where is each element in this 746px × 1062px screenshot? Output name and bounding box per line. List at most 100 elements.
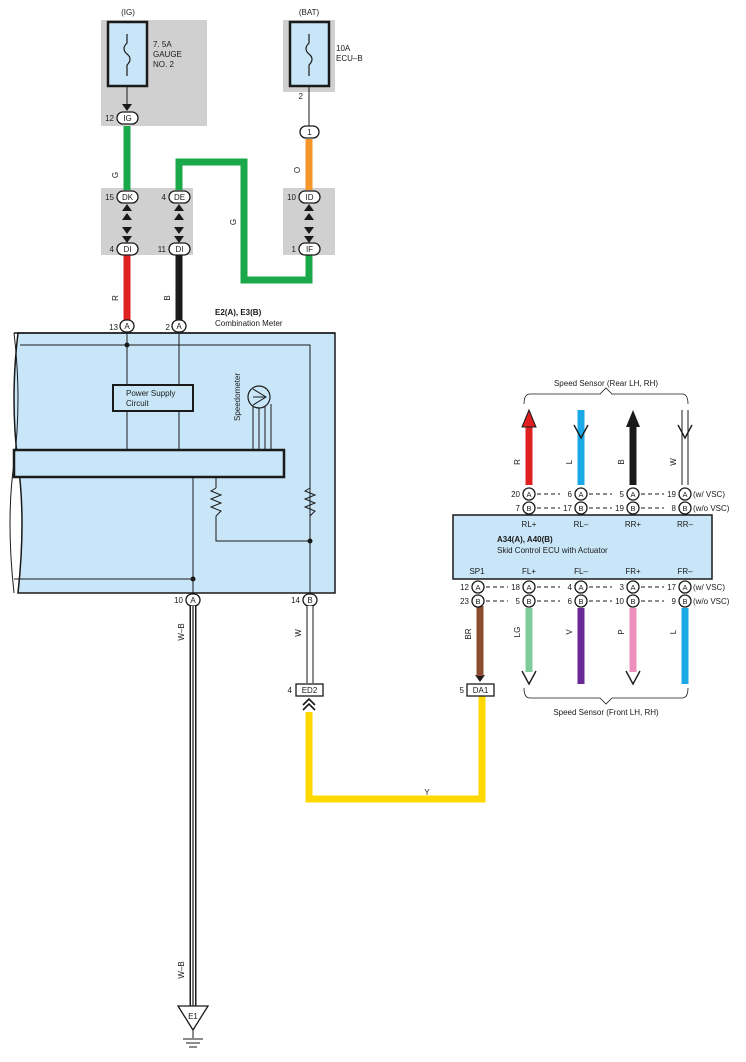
power-supply-box: [112, 384, 194, 412]
speedometer-label: Speedometer: [233, 373, 242, 421]
row2-conn-3: B: [630, 504, 635, 513]
connector-meter-b14-pin: 14: [291, 596, 300, 605]
ecu-top-label-4: RR–: [677, 520, 694, 529]
ecu-bottom-connectors: 12 A 18 A 4 A 3 A 17 A (w/ VSC) 23 B 5 B…: [460, 580, 730, 608]
ecu-top-label-2: RL–: [574, 520, 589, 529]
rear-wire-r: [521, 408, 537, 485]
bat-fuse-pin: 2: [299, 92, 304, 101]
row1-conn-2: A: [578, 490, 583, 499]
connector-meter-a2-label: A: [176, 322, 182, 331]
wire-label-g2: G: [229, 219, 238, 225]
row3-pin-5: 17: [667, 583, 676, 592]
combination-meter-body: [9, 332, 336, 594]
connector-ig-label: IG: [123, 114, 131, 123]
front-sensor-bracket: [523, 687, 689, 705]
rear-wire-l: [573, 410, 589, 485]
connector-meter-b14-label: B: [307, 596, 312, 605]
wire-label-y: Y: [424, 788, 430, 797]
bat-fuse-name: ECU–B: [336, 54, 363, 63]
ecu-top-label-3: RR+: [625, 520, 642, 529]
ig-fuse-icon: [123, 34, 131, 76]
skid-control-ecu-box: [452, 514, 713, 580]
arrow-da1-icon: [475, 675, 485, 682]
connector-di-mid: 11 DI: [158, 242, 191, 256]
double-arrow-mid-icon: [174, 204, 184, 243]
connector-one-label: 1: [307, 128, 312, 137]
rear-wire-w: [677, 410, 693, 485]
row4-pin-4: 10: [615, 597, 624, 606]
connector-meter-a2-pin: 2: [166, 323, 171, 332]
front-wire-p: [625, 608, 641, 686]
row2-pin-4: 8: [672, 504, 677, 513]
connector-dk: 15 DK: [105, 190, 139, 204]
connector-di-left: 4 DI: [110, 242, 139, 256]
bat-fuse-icon: [305, 34, 313, 76]
row3-conn-2: A: [526, 583, 531, 592]
wire-label-b: B: [163, 295, 172, 300]
resistor-2-icon: [303, 487, 317, 517]
row1-conn-3: A: [630, 490, 635, 499]
row4-pin-5: 9: [672, 597, 677, 606]
row4-conn-5: B: [682, 597, 687, 606]
wire-label-wb1: W–B: [177, 623, 186, 640]
chevron-ed2-icon: [302, 697, 316, 711]
junction-dot-2: [307, 538, 313, 544]
row3-vsc: (w/ VSC): [693, 583, 725, 592]
rear-wire-label-w: W: [669, 458, 678, 466]
row2-vsc: (w/o VSC): [693, 504, 730, 513]
row1-pin-1: 20: [511, 490, 520, 499]
row4-conn-4: B: [630, 597, 635, 606]
connector-if-pin: 1: [292, 245, 297, 254]
connector-di-mid-pin: 11: [158, 245, 167, 254]
connector-da1: 5 DA1: [460, 683, 495, 697]
row4-pin-3: 6: [568, 597, 573, 606]
front-wire-label-p: P: [617, 629, 626, 634]
connector-da1-pin: 5: [460, 686, 465, 695]
connector-di-mid-label: DI: [176, 245, 184, 254]
row2-pin-3: 19: [615, 504, 624, 513]
wire-label-g1: G: [111, 172, 120, 178]
ecu-bottom-label-5: FR–: [677, 567, 693, 576]
power-supply-label-1: Power Supply: [126, 389, 175, 398]
row3-pin-4: 3: [620, 583, 625, 592]
ig-fuse-rating: 7. 5A: [153, 40, 172, 49]
row3-conn-3: A: [578, 583, 583, 592]
meter-name: Combination Meter: [215, 319, 283, 328]
row3-pin-1: 12: [460, 583, 469, 592]
row1-vsc: (w/ VSC): [693, 490, 725, 499]
speedometer-needle-icon: [252, 388, 267, 406]
front-sensor-title: Speed Sensor (Front LH, RH): [553, 708, 659, 717]
row4-conn-1: B: [475, 597, 480, 606]
connector-meter-a13-label: A: [124, 322, 130, 331]
ig-fuse-name-1: GAUGE: [153, 50, 182, 59]
rear-sensor-title: Speed Sensor (Rear LH, RH): [554, 379, 658, 388]
front-wire-label-lg: LG: [513, 627, 522, 638]
connector-meter-a10-pin: 10: [174, 596, 183, 605]
junction-dot-3: [190, 576, 196, 582]
row2-conn-4: B: [682, 504, 687, 513]
wire-g-de-if: [175, 158, 313, 284]
meter-id: E2(A), E3(B): [215, 308, 262, 317]
front-wire-label-l: L: [669, 629, 678, 634]
row3-conn-4: A: [630, 583, 635, 592]
connector-ed2: 4 ED2: [288, 683, 324, 697]
row1-conn-4: A: [682, 490, 687, 499]
ecu-bottom-label-2: FL+: [522, 567, 536, 576]
power-supply-label-2: Circuit: [126, 399, 149, 408]
ig-fuse-header: (IG): [121, 8, 135, 17]
connector-ig: 12 IG: [105, 111, 139, 125]
row3-conn-5: A: [682, 583, 687, 592]
ground-e1-label: E1: [188, 1012, 198, 1021]
connector-one: 1: [299, 125, 320, 139]
row1-pin-3: 5: [620, 490, 625, 499]
connector-if-label: IF: [306, 245, 313, 254]
connector-meter-a13-pin: 13: [109, 323, 118, 332]
wire-label-w: W: [294, 629, 303, 637]
connector-meter-a2: 2 A: [166, 319, 187, 333]
row3-pin-2: 18: [511, 583, 520, 592]
connector-dk-label: DK: [122, 193, 134, 202]
rear-wire-label-b: B: [617, 459, 626, 464]
row1-pin-4: 19: [667, 490, 676, 499]
connector-de: 4 DE: [162, 190, 191, 204]
